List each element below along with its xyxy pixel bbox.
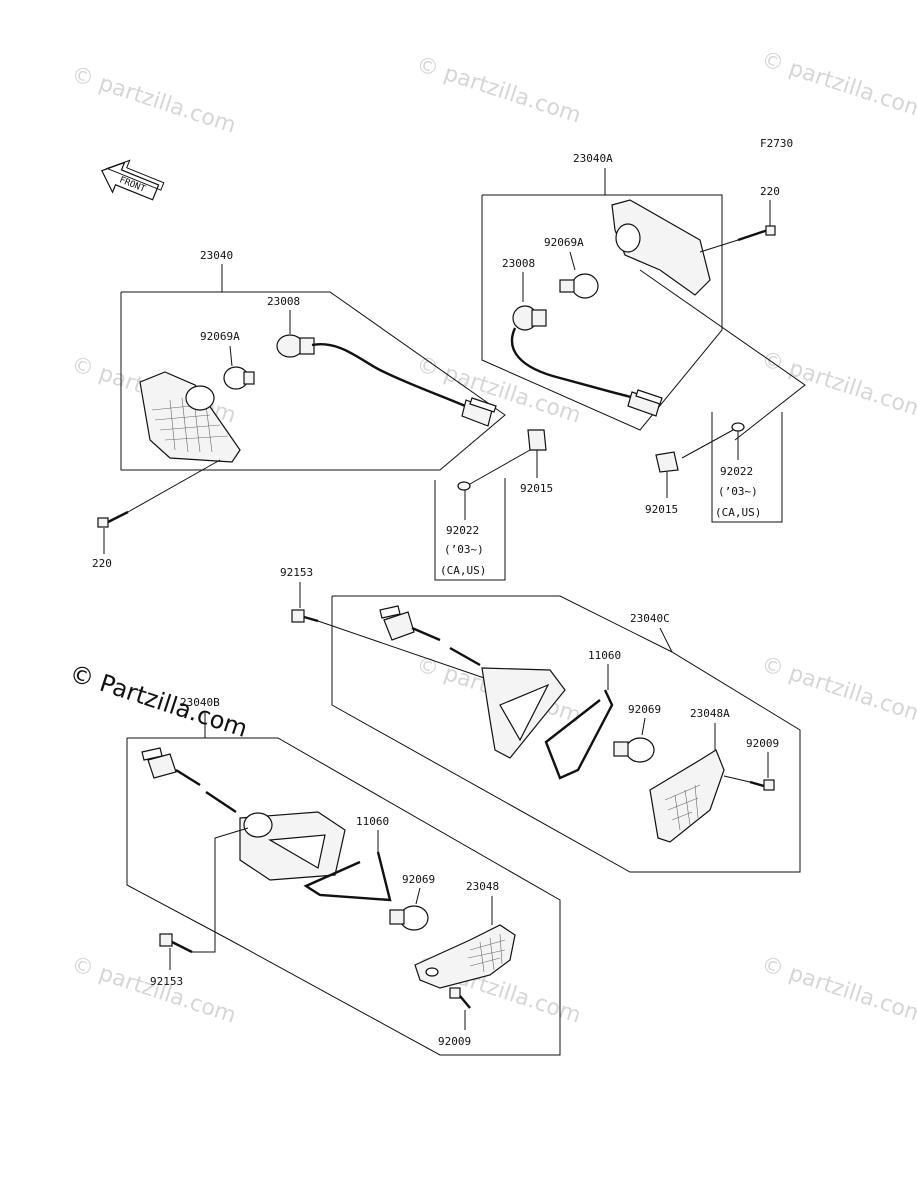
label-92015-b: 92015 [645, 503, 678, 516]
screw-icon [97, 510, 129, 528]
connector-icon [461, 397, 497, 427]
label-caus-b: (CA,US) [715, 506, 761, 519]
label-23040c: 23040C [630, 612, 670, 625]
group-23040a: 23040A 220 92069A 23008 [481, 152, 806, 523]
label-92069-b: 92069 [402, 873, 435, 886]
bolt-icon [159, 933, 193, 954]
watermark: © partzilla.com [413, 52, 584, 129]
label-23008: 23008 [267, 295, 300, 308]
group-23040b: 23040B 11060 92069 23048 [126, 696, 561, 1056]
socket-icon [512, 305, 547, 331]
label-11060: 11060 [588, 649, 621, 662]
connector-icon [141, 747, 177, 779]
label-92015: 92015 [520, 482, 553, 495]
bulb-icon [613, 737, 655, 763]
turn-signal-housing [239, 811, 346, 881]
label-220-b: 220 [760, 185, 780, 198]
label-03: (’03~) [444, 543, 484, 556]
watermark: © partzilla.com [758, 47, 917, 124]
label-23048: 23048 [466, 880, 499, 893]
label-23040b: 23040B [180, 696, 220, 709]
label-03-b: (’03~) [718, 485, 758, 498]
lens-icon [414, 924, 516, 989]
washer-icon [457, 481, 471, 491]
clip-icon [655, 451, 679, 473]
screw-icon [749, 779, 775, 791]
clip-icon [527, 429, 547, 451]
label-92022-b: 92022 [720, 465, 753, 478]
label-92009-b: 92009 [438, 1035, 471, 1048]
washer-icon [731, 422, 745, 432]
label-23048a: 23048A [690, 707, 730, 720]
lens-icon [649, 749, 725, 843]
watermark: © partzilla.com [758, 952, 917, 1029]
turn-signal-housing [481, 667, 566, 759]
watermark: © partzilla.com [413, 352, 584, 429]
label-92069: 92069 [628, 703, 661, 716]
bulb-icon [389, 905, 429, 931]
turn-signal-housing [611, 199, 711, 296]
bulb-icon [223, 366, 255, 390]
gasket-icon [303, 851, 392, 902]
watermark-main: © Partzilla.com [66, 659, 251, 743]
watermark: © partzilla.com [68, 952, 239, 1029]
label-11060-b: 11060 [356, 815, 389, 828]
screw-icon [449, 987, 471, 1009]
label-23008-b: 23008 [502, 257, 535, 270]
figure-code: F2730 [760, 137, 793, 150]
label-92069a: 92069A [200, 330, 240, 343]
label-92153: 92153 [280, 566, 313, 579]
watermark: © partzilla.com [758, 652, 917, 729]
label-23040a: 23040A [573, 152, 613, 165]
connector-icon [379, 605, 415, 641]
label-92069a-b: 92069A [544, 236, 584, 249]
label-92009: 92009 [746, 737, 779, 750]
label-caus: (CA,US) [440, 564, 486, 577]
screw-icon [737, 225, 776, 242]
label-92153-b: 92153 [150, 975, 183, 988]
connector-icon [627, 389, 663, 417]
group-23040c: 92153 23040C 11060 92069 [280, 566, 801, 873]
bolt-icon [291, 609, 319, 623]
group-23040: 23040 92069A 23008 [92, 249, 553, 581]
label-92022: 92022 [446, 524, 479, 537]
label-220: 220 [92, 557, 112, 570]
front-arrow-icon: FRONT [100, 159, 165, 201]
label-23040: 23040 [200, 249, 233, 262]
gasket-icon [544, 689, 614, 780]
turn-signal-lens [139, 371, 241, 463]
watermark: © partzilla.com [68, 62, 239, 139]
socket-icon [276, 334, 315, 358]
bulb-icon [559, 273, 599, 299]
